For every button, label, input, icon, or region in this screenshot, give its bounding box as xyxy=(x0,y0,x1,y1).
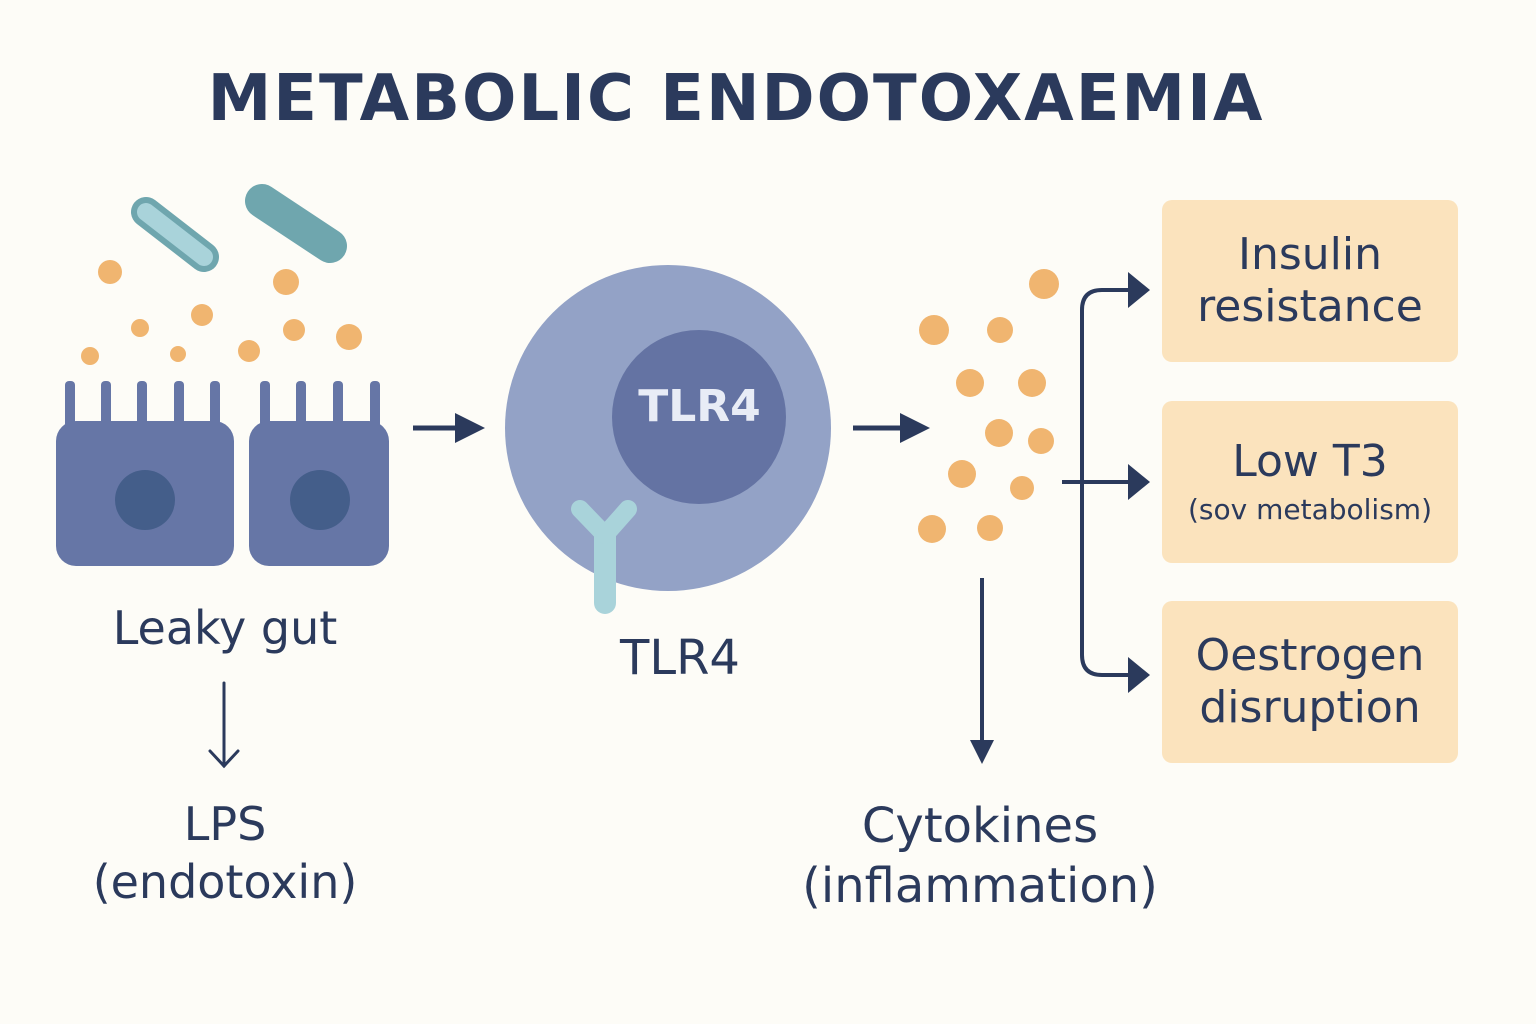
lps-particle xyxy=(170,346,186,362)
outcome-oestrogen-disruption: Oestrogen disruption xyxy=(1162,601,1458,763)
lps-particle xyxy=(131,319,149,337)
diagram-title: METABOLIC ENDOTOXAEMIA xyxy=(207,62,1265,136)
receptor-icon xyxy=(571,500,637,614)
cytokine-particle xyxy=(977,515,1003,541)
lps-particle xyxy=(283,319,305,341)
arrow-leaky-to-lps xyxy=(208,681,240,769)
cytokines-label-line-1: Cytokines xyxy=(861,798,1099,854)
cytokine-particle xyxy=(956,369,984,397)
branch-arrows xyxy=(1062,288,1133,677)
epithelial-cells-icon xyxy=(56,381,389,566)
arrowhead-to-outcome-3 xyxy=(1128,657,1150,693)
lps-particles-icon xyxy=(81,260,362,365)
cytokines-label: Cytokines (inflammation) xyxy=(790,796,1170,916)
lps-label-line-1: LPS xyxy=(183,797,267,851)
bacterium-light-inner xyxy=(137,203,213,266)
tlr4-cell-label: TLR4 xyxy=(638,381,761,432)
outcome-2-sub: (sov metabolism) xyxy=(1187,493,1432,526)
nucleus xyxy=(290,470,350,530)
cytokine-particle xyxy=(987,317,1013,343)
cytokine-particle xyxy=(919,315,949,345)
outcome-1-line-1: Insulin xyxy=(1237,229,1382,280)
cytokine-particles-icon xyxy=(918,269,1059,543)
epithelial-cell-left xyxy=(56,381,234,566)
outcome-3-line-2: disruption xyxy=(1199,682,1421,733)
outcome-low-t3: Low T3 (sov metabolism) xyxy=(1162,401,1458,563)
outcome-1-line-2: resistance xyxy=(1197,281,1423,332)
cytokine-particle xyxy=(1010,476,1034,500)
bacteria-icon xyxy=(131,184,347,272)
bacterium-dark xyxy=(245,184,347,263)
lps-particle xyxy=(81,347,99,365)
cytokine-particle xyxy=(1028,428,1054,454)
outcome-3-line-1: Oestrogen xyxy=(1195,630,1425,681)
nucleus xyxy=(115,470,175,530)
arrowhead-to-outcome-1 xyxy=(1128,272,1150,308)
outcome-2-line-1: Low T3 xyxy=(1232,436,1388,487)
lps-particle xyxy=(336,324,362,350)
lps-particle xyxy=(273,269,299,295)
cytokine-particle xyxy=(948,460,976,488)
cytokine-particle xyxy=(918,515,946,543)
lps-label: LPS (endotoxin) xyxy=(40,795,410,911)
lps-particle xyxy=(98,260,122,284)
arrowhead-to-outcome-2 xyxy=(1128,464,1150,500)
lps-particle xyxy=(191,304,213,326)
immune-cell-nucleus xyxy=(612,330,786,504)
cytokine-particle xyxy=(985,419,1013,447)
leaky-gut-label: Leaky gut xyxy=(112,601,338,655)
lps-particle xyxy=(238,340,260,362)
cytokines-label-line-2: (inflammation) xyxy=(802,858,1158,914)
branch-arrowheads xyxy=(1128,272,1150,693)
cytokine-particle xyxy=(1018,369,1046,397)
cytokine-particle xyxy=(1029,269,1059,299)
epithelial-cell-right xyxy=(249,381,389,566)
outcome-insulin-resistance: Insulin resistance xyxy=(1162,200,1458,362)
lps-label-line-2: (endotoxin) xyxy=(92,855,358,909)
tlr4-caption: TLR4 xyxy=(620,630,740,686)
